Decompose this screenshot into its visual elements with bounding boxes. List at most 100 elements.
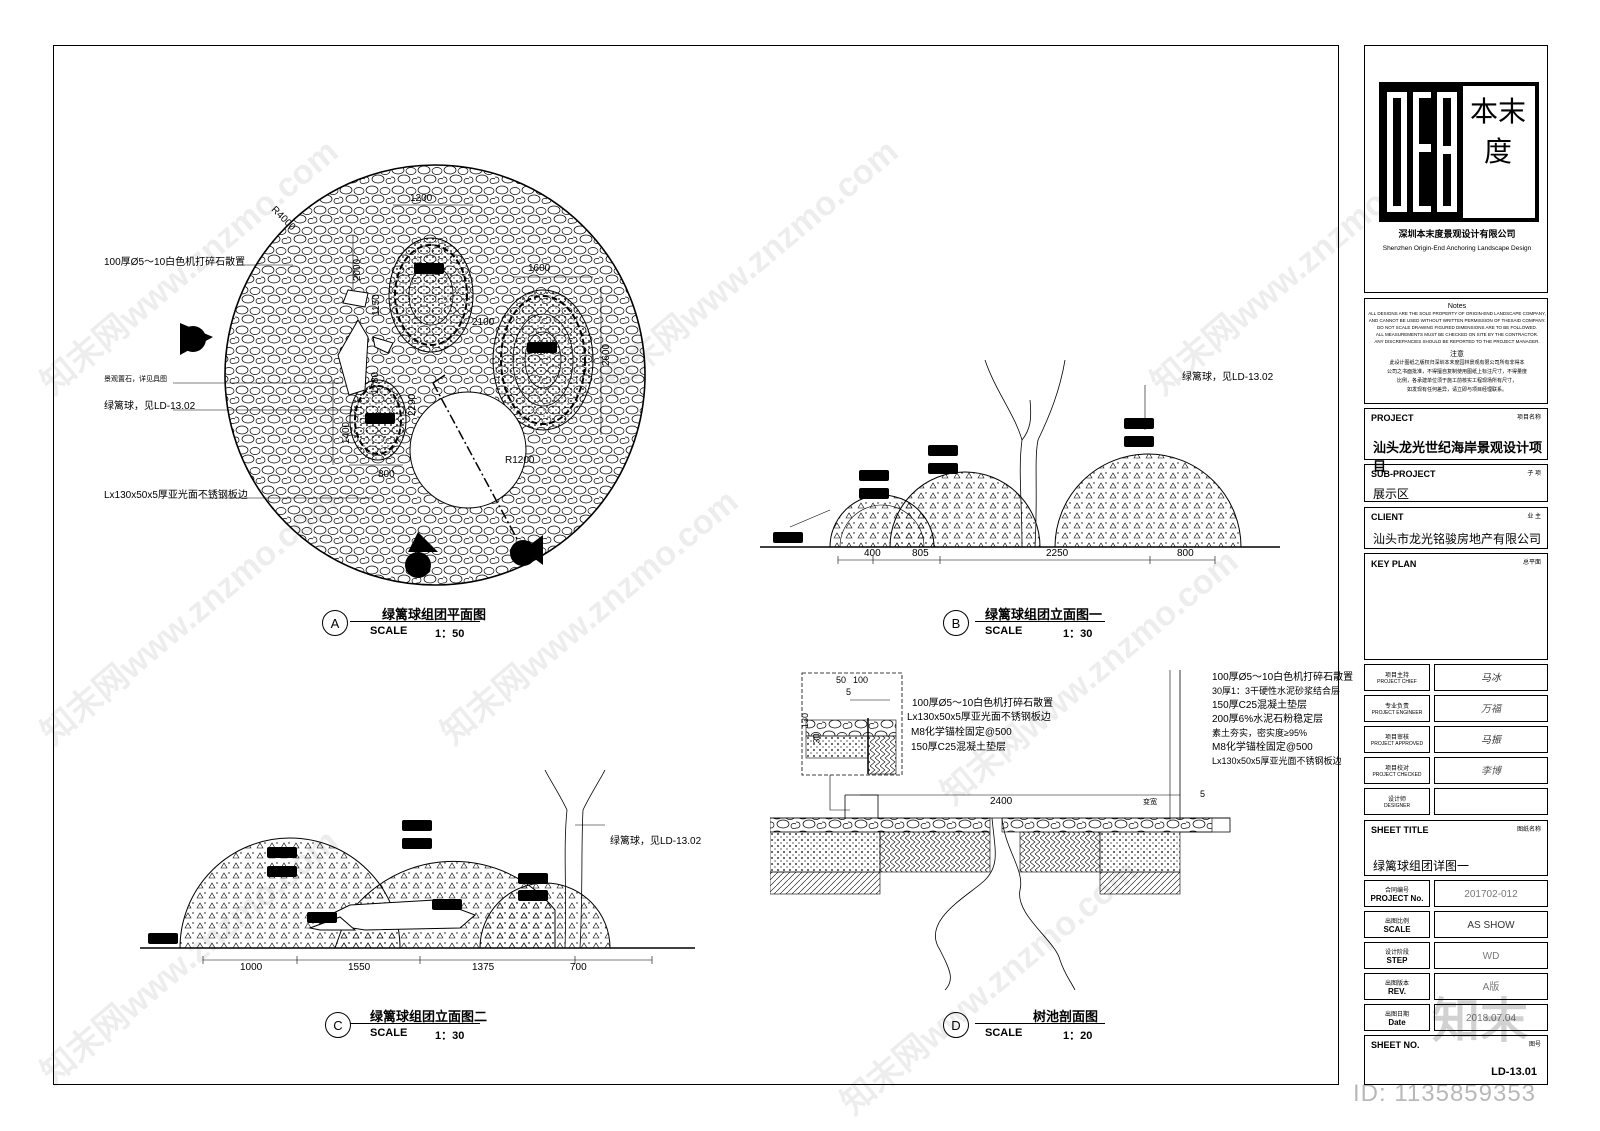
- hedge-ref: 绿篱球，见LD-13.02: [1182, 372, 1274, 383]
- dim-label: 800: [378, 469, 395, 480]
- dim-label: 700: [570, 962, 587, 973]
- tag-marker: [1124, 418, 1154, 429]
- subproject-block: SUB-PROJECT 子 项 展示区: [1364, 464, 1548, 502]
- info-value: A版: [1434, 973, 1548, 1000]
- panel-d-scale-label: SCALE: [985, 1027, 1023, 1039]
- tag-marker: [402, 838, 432, 849]
- keyplan-cn-label: 总平面: [1522, 560, 1541, 566]
- layer-note: M8化学锚栓固定@500: [1212, 742, 1313, 753]
- tag-marker: [859, 488, 889, 499]
- subproject-label: SUB-PROJECT: [1371, 469, 1436, 479]
- notes-cn-line: 公司之书面批准，不得擅自复制使用图纸上标注尺寸，不得量度: [1386, 369, 1527, 375]
- title-underline: [350, 621, 480, 622]
- company-name-en: Shenzhen Origin-End Anchoring Landscape …: [1382, 245, 1532, 252]
- dim-label: 2600: [601, 343, 613, 367]
- dim-label: 1375: [472, 962, 495, 973]
- detail-note: Lx130x50x5厚亚光面不锈钢板边: [907, 712, 1051, 723]
- detail-dim: 50: [836, 675, 847, 685]
- plan-drawing: [173, 164, 646, 586]
- signature: 马冰: [1434, 664, 1548, 691]
- client-label: CLIENT: [1371, 512, 1404, 522]
- dim-label: 1550: [348, 962, 371, 973]
- logo-text: 本末度: [1469, 96, 1526, 167]
- panel-c-marker: C: [325, 1012, 351, 1038]
- panel-b-title: 绿篱球组团立面图一: [985, 607, 1103, 622]
- notes-en-line: AND CANNOT BE USED WITHOUT WRITTEN PERMI…: [1368, 318, 1546, 323]
- dim-label: 800: [1177, 548, 1194, 559]
- company-name-cn: 深圳本末度景观设计有限公司: [1398, 229, 1516, 239]
- note-gravel: 100厚Ø5～10白色机打碎石散置: [104, 257, 246, 268]
- tag-marker: [518, 873, 548, 884]
- dim-label: 400: [864, 548, 881, 559]
- note-rock: 景观置石，详见具图: [104, 376, 167, 383]
- tag-marker: [307, 912, 337, 923]
- detail-note: 150厚C25混凝土垫层: [911, 742, 1007, 753]
- detail-dim: 5: [846, 687, 852, 697]
- panel-a-scale-label: SCALE: [370, 625, 408, 637]
- info-value: 2018.07.04: [1434, 1004, 1548, 1031]
- dim-label: R1200: [505, 455, 535, 466]
- id-watermark: ID: 1135859353: [1353, 1080, 1537, 1107]
- layer-note: 150厚C25混凝土垫层: [1212, 700, 1308, 711]
- section-drawing: [770, 670, 1231, 990]
- dim-label: 2290: [407, 393, 419, 417]
- signature: [1434, 788, 1548, 815]
- panel-d-title: 树池剖面图: [1033, 1009, 1099, 1024]
- panel-a-scale-value: 1：50: [435, 628, 465, 640]
- client-value: 汕头市龙光铭骏房地产有限公司: [1373, 532, 1542, 546]
- note-edge: Lx130x50x5厚亚光面不锈钢板边: [104, 490, 248, 501]
- notes-cn-line: 比例，各承建单位须于施工前核实工程现场所有尺寸，: [1396, 378, 1517, 384]
- subproject-cn-label: 子 项: [1527, 471, 1541, 477]
- sheet-no-block: SHEET NO. 图号 LD-13.01: [1364, 1035, 1548, 1085]
- panel-d-scale-value: 1：20: [1063, 1030, 1093, 1042]
- detail-dim: 100: [853, 675, 869, 685]
- project-label: PROJECT: [1371, 413, 1414, 423]
- info-value: WD: [1434, 942, 1548, 969]
- panel-c-scale-label: SCALE: [370, 1027, 408, 1039]
- layer-note: Lx130x50x5厚亚光面不锈钢板边: [1212, 756, 1342, 766]
- project-cn-label: 项目名称: [1516, 415, 1541, 421]
- dim-label: 5: [1200, 789, 1206, 799]
- notes-title: Notes: [1447, 303, 1467, 310]
- notes-cn-line: 如发现有任何差异，请立即与项目经理联系。: [1406, 387, 1507, 393]
- keyplan-block: KEY PLAN 总平面: [1364, 553, 1548, 660]
- hedge-ref: 绿篱球，见LD-13.02: [610, 836, 702, 847]
- tag-marker: [432, 899, 462, 910]
- title-underline: [975, 621, 1105, 622]
- detail-dim: 30: [811, 733, 822, 744]
- notes-cn-title: 注意: [1450, 351, 1464, 358]
- subproject-value: 展示区: [1373, 487, 1410, 501]
- logo-block: 本末度 深圳本末度景观设计有限公司 Shenzhen Origin-End An…: [1364, 45, 1548, 293]
- sheet-no-label: SHEET NO.: [1371, 1040, 1420, 1050]
- notes-block: Notes ALL DESIGNS ARE THE SOLE PROPERTY …: [1364, 298, 1548, 404]
- project-value: 汕头龙光世纪海岸景观设计项目: [1373, 440, 1543, 474]
- dim-label: 1200: [410, 193, 433, 204]
- info-value: AS SHOW: [1434, 911, 1548, 938]
- project-block: PROJECT 项目名称 汕头龙光世纪海岸景观设计项目: [1364, 408, 1548, 474]
- notes-cn-line: 此设计图纸之版权归深圳本末度园林景观有限公司所有非得本: [1389, 360, 1525, 366]
- sheet-title-block: SHEET TITLE 图纸名称 绿篱球组团详图一: [1364, 820, 1548, 876]
- tag-marker: [402, 820, 432, 831]
- dim-label: 1600: [528, 263, 551, 274]
- client-block: CLIENT 业 主 汕头市龙光铭骏房地产有限公司: [1364, 507, 1548, 549]
- dim-label: 变宽: [1143, 799, 1157, 806]
- tag-marker: [148, 933, 178, 944]
- client-cn-label: 业 主: [1527, 514, 1541, 520]
- panel-a-title: 绿篱球组团平面图: [382, 607, 487, 622]
- panel-b-marker: B: [943, 610, 969, 636]
- dim-label: 2250: [1046, 548, 1069, 559]
